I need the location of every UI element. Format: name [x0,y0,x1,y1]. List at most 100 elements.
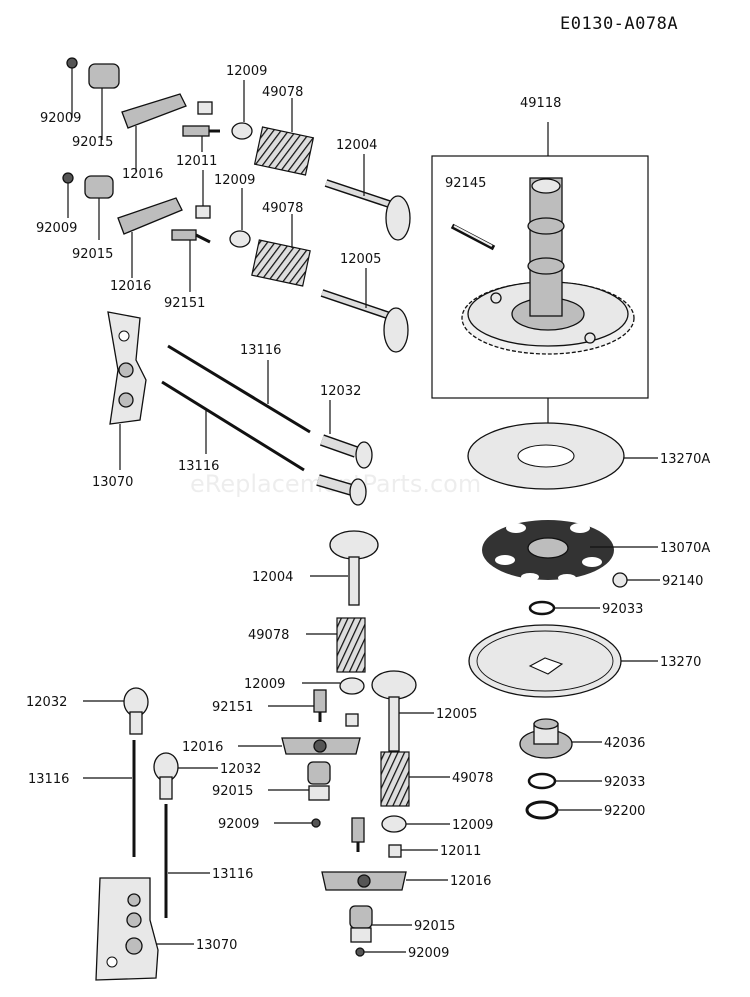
part-callout-label: 12016 [110,279,151,294]
part-callout-label: 13116 [178,459,219,474]
tappet-part [316,474,367,506]
camshaft-gear-part [461,177,635,355]
part-callout-label: 12009 [214,173,255,188]
gear-42036-part [519,718,573,759]
rocker-arm-part [281,737,361,755]
part-callout-label: 12005 [436,707,477,722]
retainer-part [229,230,251,248]
retainer-part [381,815,407,833]
circlip-part [527,772,557,790]
adjust-stud-part [313,689,327,722]
part-callout-label: 49078 [248,628,289,643]
tappet-part [153,752,179,800]
part-callout-label: 49078 [262,85,303,100]
part-callout-label: 12004 [336,138,377,153]
valve-part [324,179,411,241]
valve-spring-part [251,239,311,287]
part-callout-label: 13116 [28,772,69,787]
pivot-part [84,175,114,199]
valve-part [320,289,409,353]
part-callout-label: 13270 [660,655,701,670]
part-callout-label: 92033 [602,602,643,617]
part-callout-label: 92009 [40,111,81,126]
guide-part [388,844,402,858]
part-callout-label: 13070A [660,541,710,556]
ball-part [612,572,628,588]
pivot-part [349,905,373,929]
adjust-stud-part [182,125,220,137]
part-callout-label: 49118 [520,96,561,111]
diagram-code: E0130-A078A [560,14,678,34]
adjust-stud-part [171,229,211,244]
part-callout-label: 92015 [414,919,455,934]
rocker-arm-part [117,197,183,235]
nut-part [66,57,78,69]
part-callout-label: 12032 [26,695,67,710]
valve-spring-part [380,751,410,807]
part-callout-label: 42036 [604,736,645,751]
valve-spring-part [253,126,315,176]
valve-spring-part [336,617,366,673]
camshaft-pin-part [450,223,496,251]
part-callout-label: 92200 [604,804,645,819]
guide-part [345,713,359,727]
part-callout-label: 12005 [340,252,381,267]
part-callout-label: 12009 [452,818,493,833]
guide-part [197,101,213,115]
tappet-part [320,434,373,469]
part-callout-label: 12032 [220,762,261,777]
part-callout-label: 92145 [445,176,486,191]
part-callout-label: 92151 [212,700,253,715]
part-callout-label: 13070 [196,938,237,953]
part-callout-label: 13116 [212,867,253,882]
part-callout-label: 12011 [176,154,217,169]
part-callout-label: 92015 [212,784,253,799]
part-callout-label: 92033 [604,775,645,790]
part-callout-label: 92009 [218,817,259,832]
camshaft-assembly-frame [431,155,649,399]
washer-part [525,800,559,820]
part-callout-label: 92009 [36,221,77,236]
part-callout-label: 12016 [182,740,223,755]
nut-part [350,927,372,943]
part-callout-label: 12032 [320,384,361,399]
part-callout-label: 13270A [660,452,710,467]
tappet-part [123,687,149,735]
guide-part [195,205,211,219]
part-callout-label: 13116 [240,343,281,358]
circlip-part [528,600,556,616]
part-callout-label: 92151 [164,296,205,311]
part-callout-label: 49078 [452,771,493,786]
governor-weight-holder-part [482,520,614,582]
nut-part [355,947,365,957]
push-rod-part [167,344,311,434]
part-callout-label: 12016 [450,874,491,889]
sleeve-13270-part [468,624,622,698]
pivot-part [88,63,120,89]
part-callout-label: 12016 [122,167,163,182]
push-rod-guide-plate-part [107,311,147,425]
retainer-part [339,677,365,695]
retainer-part [231,122,253,140]
part-callout-label: 12009 [226,64,267,79]
part-callout-label: 92015 [72,247,113,262]
push-rod-guide-plate-part [95,877,159,981]
part-callout-label: 12011 [440,844,481,859]
part-callout-label: 92140 [662,574,703,589]
valve-part [371,670,417,752]
rocker-arm-part [321,871,407,891]
rocker-arm-part [121,93,187,129]
adjust-stud-part [351,817,365,852]
pivot-part [307,761,331,785]
part-callout-label: 12009 [244,677,285,692]
part-callout-label: 92015 [72,135,113,150]
part-callout-label: 12004 [252,570,293,585]
nut-part [62,172,74,184]
push-rod-part [161,380,305,472]
plate-13270a-part [467,422,625,490]
part-callout-label: 49078 [262,201,303,216]
nut-part [311,818,321,828]
part-callout-label: 92009 [408,946,449,961]
nut-part [308,785,330,801]
